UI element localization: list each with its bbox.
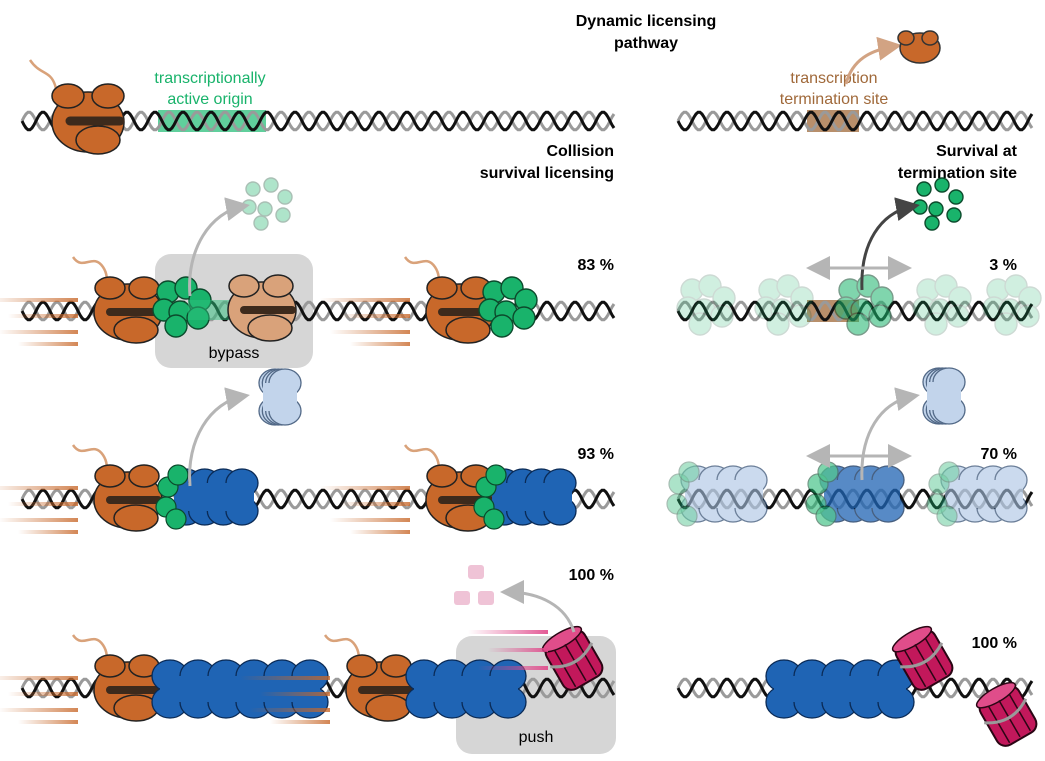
termination-mcm-2 (926, 461, 1028, 527)
push-streak-1 (488, 648, 548, 652)
push-streak-0 (468, 630, 548, 634)
rnap-row2b-streak-3 (350, 530, 410, 534)
termination-orc-0 (676, 274, 736, 336)
nucleosome-release-arrow (500, 580, 576, 633)
rnap-row3a-streak-2 (0, 708, 78, 712)
push-streak-2 (478, 666, 548, 670)
histone-fragment-0 (468, 565, 484, 579)
origin-ghost-row1 (188, 300, 238, 320)
rnap-row2a-streak-0 (0, 486, 78, 490)
nucleosome-push (541, 625, 604, 691)
termination-header-2: termination site (898, 165, 1017, 182)
rnap-row2a-streak-3 (18, 530, 78, 534)
released-orc-ghost (241, 177, 293, 231)
pct-collision-mcm: 93 % (578, 446, 614, 463)
rnap-row2a (0, 444, 163, 534)
mcm-release-arrow (188, 387, 250, 487)
active-origin-label-1: transcriptionally (154, 70, 265, 87)
rnap-row3a-streak-1 (8, 692, 78, 696)
termination-mcm-1 (805, 461, 905, 527)
rnap-row1a-streak-1 (8, 314, 78, 318)
orc-row1a (152, 276, 212, 338)
mcm-row2b (473, 464, 577, 530)
pct-termination-push: 100 % (972, 635, 1017, 652)
termination-site-label-2: termination site (780, 91, 889, 108)
rnap-row1a-streak-2 (0, 330, 78, 334)
rnap-row1a-streak-0 (0, 298, 78, 302)
termination-orc-1 (754, 274, 814, 336)
pct-collision-push: 100 % (569, 567, 614, 584)
termination-nucleosome-b (975, 681, 1038, 747)
push-label: push (519, 729, 554, 746)
termination-orc-2 (834, 274, 894, 336)
rnap-bypass-ghost (227, 274, 297, 342)
released-mcm-termination (922, 367, 966, 425)
termination-orc-3 (912, 274, 972, 336)
termination-mcm-chain (765, 659, 915, 719)
rnap-row1b-streak-2 (330, 330, 410, 334)
rnap-row2a-streak-1 (8, 502, 78, 506)
rnap-row3b-streak-2 (250, 708, 330, 712)
rnap-row3b-streak-3 (270, 720, 330, 724)
rnap-row2b-streak-0 (320, 486, 410, 490)
released-orc-termination (912, 177, 964, 231)
rnap-row1b-streak-1 (340, 314, 410, 318)
rnap-row3b (240, 634, 415, 724)
collision-layer (0, 177, 604, 724)
rnap-row2b-streak-2 (330, 518, 410, 522)
termination-mcm-0 (666, 461, 768, 527)
pct-collision-orc: 83 % (578, 257, 614, 274)
mcm-row2a (155, 464, 259, 530)
rnap-row1b-streak-0 (320, 298, 410, 302)
termination-orc-4 (982, 274, 1042, 336)
dna-right-row0 (676, 110, 1034, 132)
rnap-row2a-streak-2 (0, 518, 78, 522)
termination-nucleosome-a (891, 625, 954, 691)
orc-release-arrow (188, 197, 250, 297)
orc-row1b (478, 276, 538, 338)
rnap-row1b-streak-3 (350, 342, 410, 346)
rnap-row3b-streak-1 (260, 692, 330, 696)
rnap-row2b-streak-1 (340, 502, 410, 506)
bypass-label: bypass (209, 345, 260, 362)
title-line-2: pathway (614, 35, 678, 52)
pct-termination-mcm: 70 % (981, 446, 1017, 463)
rnap-row0 (28, 59, 125, 155)
histone-fragment-1 (454, 591, 470, 605)
rnap-row1a-streak-3 (18, 342, 78, 346)
histone-fragment-2 (478, 591, 494, 605)
rnap-row1a (0, 256, 163, 346)
rnap-release-arrow (844, 36, 902, 85)
termination-layer (666, 177, 1042, 747)
pct-termination-orc: 3 % (989, 257, 1017, 274)
rnap-row3a-streak-0 (0, 676, 78, 680)
rnap-row1b (320, 256, 495, 346)
rnap-row3b-streak-0 (240, 676, 330, 680)
rnap-row2b (320, 444, 495, 534)
mcm-chain-row3b (405, 659, 527, 719)
active-origin-box (158, 110, 266, 132)
termination-site-label-1: transcription (790, 70, 877, 87)
released-mcm-ghost (258, 368, 302, 426)
rnap-row3a-streak-3 (18, 720, 78, 724)
active-origin-label-2: active origin (167, 91, 252, 108)
title-line-1: Dynamic licensing (576, 13, 717, 30)
collision-header-1: Collision (546, 143, 614, 160)
termination-header-1: Survival at (936, 143, 1018, 160)
dna-layer (20, 110, 1034, 699)
collision-header-2: survival licensing (480, 165, 614, 182)
released-rnap-icon (897, 30, 941, 64)
rnap-row3a (0, 634, 163, 724)
